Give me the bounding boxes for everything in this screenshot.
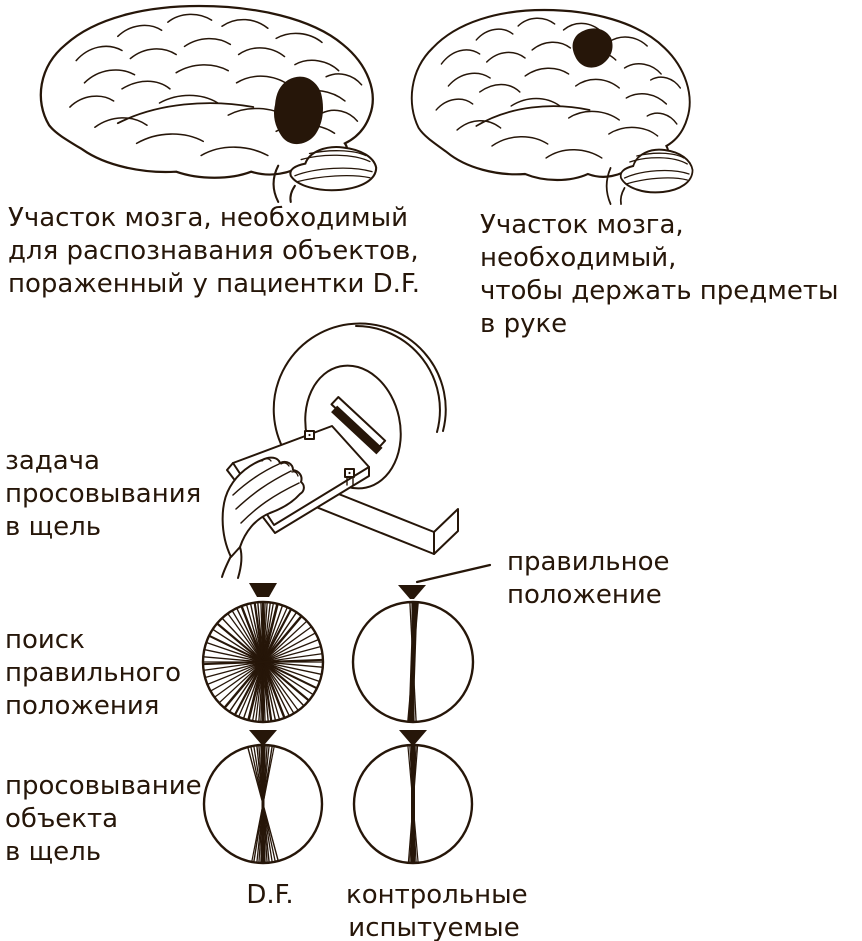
correct-position-marker [249, 730, 277, 744]
leader-line [415, 563, 492, 584]
slot-apparatus-illustration [221, 322, 459, 579]
label-search-orientation: поиск правильного положения [5, 625, 182, 721]
correct-position-marker [399, 730, 427, 744]
caption-brain-left: Участок мозга, необходимый для распознав… [8, 203, 420, 299]
label-controls: контрольные испытуемые [346, 880, 528, 941]
label-correct-position: правильное положение [507, 547, 670, 610]
brain-right-illustration [410, 8, 694, 206]
brain-left-illustration [39, 4, 378, 204]
correct-position-marker [249, 583, 277, 597]
label-posting-task: задача просовывания в щель [5, 446, 202, 542]
correct-position-marker [398, 585, 426, 599]
slot [330, 396, 387, 455]
label-df: D.F. [246, 880, 294, 910]
response-circle-control-posting [352, 743, 474, 865]
orientation-results-panel [201, 563, 492, 865]
hand-illustration [221, 456, 305, 579]
caption-brain-right: Участок мозга, необходимый, чтобы держат… [480, 210, 839, 339]
lesion-occipitotemporal [273, 76, 323, 145]
lesion-parietal [572, 28, 613, 68]
label-posting-object: просовывание объекта в щель [5, 771, 202, 867]
response-circle-control-search [351, 600, 475, 724]
response-circle-df-search [201, 600, 325, 724]
response-circle-df-posting [202, 743, 324, 865]
